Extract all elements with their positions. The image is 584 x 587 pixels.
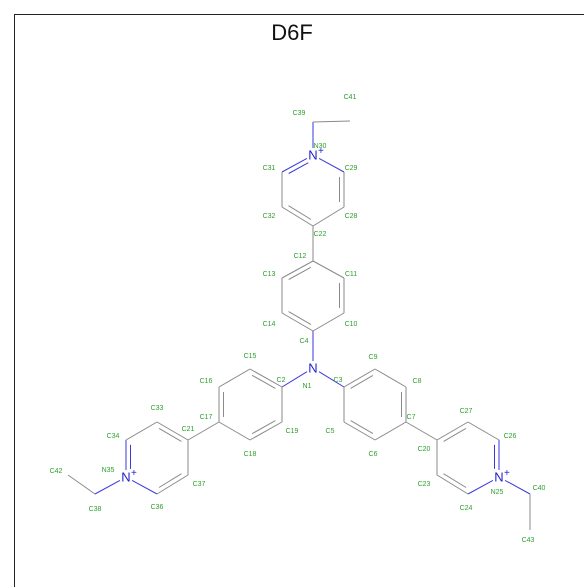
atom-label-C33: C33 bbox=[151, 405, 164, 412]
atom-label-N30: N30 bbox=[314, 143, 327, 150]
bond-C9-C8 bbox=[374, 368, 407, 388]
atom-label-C15: C15 bbox=[244, 353, 257, 360]
atom-label-C11: C11 bbox=[345, 271, 357, 278]
atom-label-C39: C39 bbox=[293, 110, 306, 117]
charge-N30: + bbox=[318, 146, 324, 157]
atom-label-C7: C7 bbox=[407, 414, 416, 421]
bond-C22-C28 bbox=[312, 206, 345, 227]
atom-label-C14: C14 bbox=[263, 321, 276, 328]
bond-C15-C16 bbox=[218, 368, 251, 388]
atom-label-C38: C38 bbox=[89, 506, 102, 513]
atom-label-C37: C37 bbox=[193, 481, 206, 488]
bond-N25-C40 bbox=[504, 479, 531, 495]
bond-C4-C10 bbox=[312, 312, 345, 332]
bond-inner-N30-C31 bbox=[288, 162, 309, 174]
atom-label-C36: C36 bbox=[151, 504, 164, 511]
nitrogen-symbol-N35: N bbox=[121, 470, 130, 485]
atom-label-C26: C26 bbox=[504, 433, 517, 440]
bond-inner-C6-C5 bbox=[350, 420, 374, 435]
bond-C11-C12 bbox=[312, 260, 345, 279]
atom-label-C21: C21 bbox=[182, 426, 195, 433]
bond-C17-C21 bbox=[187, 421, 220, 441]
atom-label-C43: C43 bbox=[522, 537, 535, 544]
charge-N25: + bbox=[504, 468, 510, 479]
atom-label-C41: C41 bbox=[344, 94, 357, 101]
diagram-frame bbox=[14, 14, 584, 587]
bond-C33-C34 bbox=[125, 421, 158, 441]
atom-label-C3: C3 bbox=[334, 377, 343, 384]
bond-C36-C37 bbox=[156, 474, 189, 495]
atom-label-C6: C6 bbox=[369, 451, 378, 458]
atom-label-C20: C20 bbox=[418, 446, 431, 453]
bond-inner-C3-C9 bbox=[350, 374, 374, 389]
bond-C32-C22 bbox=[281, 206, 314, 227]
bond-C6-C5 bbox=[343, 421, 376, 441]
diagram-title: D6F bbox=[271, 20, 313, 45]
nitrogen-symbol-N30: N bbox=[308, 148, 317, 163]
bond-C7-C20 bbox=[405, 421, 438, 441]
bond-C27-C26 bbox=[467, 421, 500, 441]
bond-N1-C2 bbox=[281, 371, 308, 388]
bond-C3-C9 bbox=[343, 368, 376, 388]
bond-inner-C24-C23 bbox=[443, 473, 467, 488]
bond-C2-C15 bbox=[249, 368, 283, 388]
bond-N30-C31 bbox=[281, 157, 308, 173]
bond-C20-C27 bbox=[436, 421, 469, 441]
bond-C38-C42 bbox=[67, 474, 96, 495]
bond-inner-C12-C13 bbox=[288, 266, 312, 280]
atom-label-C40: C40 bbox=[533, 485, 546, 492]
bond-inner-C2-C15 bbox=[251, 374, 276, 389]
atom-label-C4: C4 bbox=[300, 338, 309, 345]
atom-label-C17: C17 bbox=[200, 414, 213, 421]
atom-label-C10: C10 bbox=[345, 321, 358, 328]
atom-label-C9: C9 bbox=[369, 354, 378, 361]
atom-label-C5: C5 bbox=[326, 428, 335, 435]
bond-N35-C38 bbox=[94, 479, 121, 495]
nitrogen-symbol-N25: N bbox=[494, 470, 503, 485]
bond-C18-C19 bbox=[249, 421, 283, 441]
atom-label-C12: C12 bbox=[294, 253, 307, 260]
atom-label-C34: C34 bbox=[107, 433, 120, 440]
bond-inner-C18-C19 bbox=[251, 420, 276, 435]
atom-label-C13: C13 bbox=[263, 271, 276, 278]
nitrogen-symbol-N1: N bbox=[308, 361, 317, 376]
atom-label-C24: C24 bbox=[460, 505, 473, 512]
bond-inner-C14-C4 bbox=[288, 311, 312, 326]
atom-label-C22: C22 bbox=[314, 231, 327, 238]
atom-label-N35: N35 bbox=[102, 467, 115, 474]
bond-inner-C32-C22 bbox=[288, 205, 312, 220]
atom-label-C27: C27 bbox=[460, 408, 473, 415]
atom-label-C31: C31 bbox=[263, 165, 276, 172]
atom-label-C42: C42 bbox=[50, 468, 63, 475]
bond-N35-C36 bbox=[131, 479, 158, 495]
bond-inner-C21-C33 bbox=[158, 427, 182, 442]
bond-C12-C13 bbox=[281, 260, 314, 279]
bond-inner-C36-C37 bbox=[158, 473, 182, 488]
bond-C21-C33 bbox=[156, 421, 189, 441]
charge-N35: + bbox=[131, 468, 137, 479]
bond-C29-N30 bbox=[318, 157, 345, 173]
atom-label-C29: C29 bbox=[345, 165, 358, 172]
bond-N25-C24 bbox=[467, 479, 494, 495]
atom-label-C2: C2 bbox=[277, 377, 286, 384]
atom-label-N1: N1 bbox=[303, 383, 312, 390]
atom-label-C18: C18 bbox=[244, 451, 257, 458]
bond-N1-C3 bbox=[318, 371, 345, 388]
bond-inner-C20-C27 bbox=[443, 427, 467, 442]
bond-C17-C18 bbox=[218, 421, 251, 441]
bond-C24-C23 bbox=[436, 474, 469, 495]
atom-label-C19: C19 bbox=[286, 428, 299, 435]
atom-label-N25: N25 bbox=[491, 489, 504, 496]
atom-label-C28: C28 bbox=[345, 213, 358, 220]
atom-label-C8: C8 bbox=[413, 378, 422, 385]
bond-C39-C41 bbox=[312, 120, 351, 123]
atom-label-C32: C32 bbox=[263, 213, 276, 220]
bond-C14-C4 bbox=[281, 312, 314, 332]
bond-layer bbox=[67, 120, 531, 530]
atom-label-C16: C16 bbox=[200, 378, 213, 385]
atom-label-C23: C23 bbox=[418, 481, 431, 488]
bond-C7-C6 bbox=[374, 421, 407, 441]
